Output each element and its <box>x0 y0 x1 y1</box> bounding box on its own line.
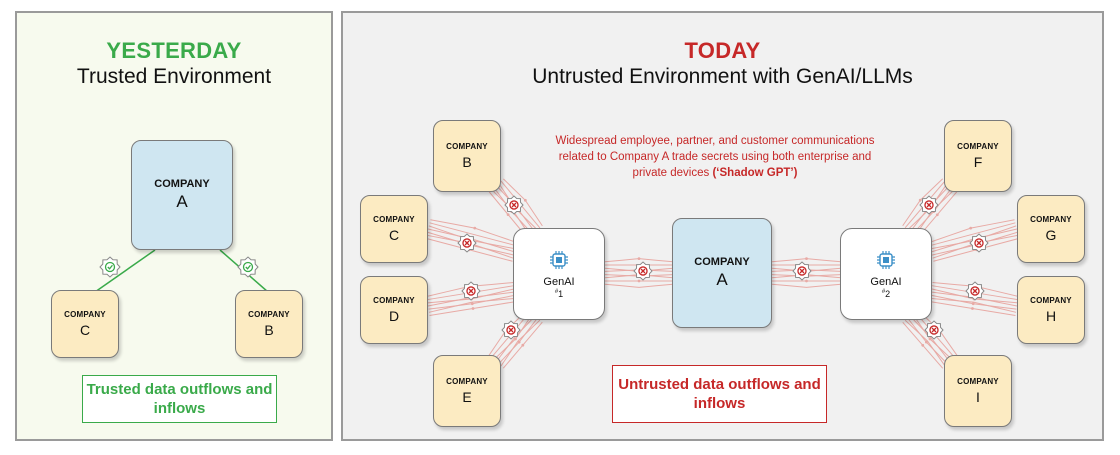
yesterday-heading: YESTERDAY <box>106 38 242 63</box>
trace-node <box>924 340 928 344</box>
gear-x-icon <box>924 320 944 340</box>
trace-node <box>928 337 932 341</box>
circuit-trace <box>495 315 536 363</box>
trace-node <box>521 343 525 347</box>
company-tag: COMPANY <box>957 377 999 386</box>
company-f-box: COMPANY F <box>944 120 1012 192</box>
company-c-box-left: COMPANY C <box>51 290 119 358</box>
genai-2-box: GenAI #2 <box>840 228 932 320</box>
description-emphasis: (‘Shadow GPT’) <box>712 167 798 179</box>
circuit-trace <box>929 297 1017 313</box>
company-letter: H <box>1045 308 1057 324</box>
company-tag: COMPANY <box>154 178 210 190</box>
gear-x-icon <box>501 320 521 340</box>
company-tag: COMPANY <box>446 377 488 386</box>
company-e-box: COMPANY E <box>433 355 501 427</box>
company-letter: C <box>388 227 400 243</box>
gear-x-icon <box>969 233 989 253</box>
company-g-box: COMPANY G <box>1017 195 1085 263</box>
gear-x-icon <box>919 195 939 215</box>
company-b-box-left: COMPANY B <box>235 290 303 358</box>
company-tag: COMPANY <box>373 296 415 305</box>
today-subheading: Untrusted Environment with GenAI/LLMs <box>532 65 913 88</box>
company-c-box: COMPANY C <box>360 195 428 263</box>
company-a-box: COMPANY A <box>672 218 772 328</box>
trace-node <box>935 213 939 217</box>
company-letter: A <box>716 270 728 289</box>
gear-check-icon <box>99 256 121 278</box>
gear-x-icon <box>504 195 524 215</box>
trace-node <box>523 198 527 202</box>
company-tag: COMPANY <box>373 215 415 224</box>
yesterday-subheading: Trusted Environment <box>76 65 272 88</box>
trace-node <box>637 257 641 260</box>
trace-node <box>517 340 521 344</box>
trace-node <box>921 343 925 347</box>
trace-node <box>506 213 510 217</box>
trace-node <box>637 279 641 283</box>
circuit-trace <box>428 297 517 313</box>
circuit-trace <box>500 319 541 367</box>
trace-node <box>971 307 974 310</box>
company-tag: COMPANY <box>1030 215 1072 224</box>
company-letter: D <box>388 308 400 324</box>
company-letter: E <box>462 389 472 405</box>
genai-name: GenAI <box>870 276 902 288</box>
icon-layer <box>99 195 989 340</box>
chip-icon <box>550 251 568 269</box>
circuit-trace <box>771 283 842 288</box>
company-b-box: COMPANY B <box>433 120 501 192</box>
company-i-box: COMPANY I <box>944 355 1012 427</box>
genai-1-box: GenAI #1 <box>513 228 605 320</box>
shadow-gpt-description: Widespread employee, partner, and custom… <box>540 133 890 181</box>
company-letter: F <box>973 154 983 170</box>
trace-node <box>969 226 973 230</box>
gear-x-icon <box>792 261 812 281</box>
company-a-box-left: COMPANY A <box>131 140 233 250</box>
company-letter: C <box>79 322 91 338</box>
company-tag: COMPANY <box>248 310 290 319</box>
link-a-c <box>94 249 156 293</box>
chip-icon <box>877 251 895 269</box>
company-tag: COMPANY <box>957 142 999 151</box>
gear-x-icon <box>633 261 653 281</box>
trace-node <box>918 198 922 202</box>
trace-node <box>473 226 477 230</box>
company-tag: COMPANY <box>694 256 750 268</box>
gear-x-icon <box>461 281 481 301</box>
trace-node <box>805 279 808 283</box>
company-tag: COMPANY <box>1030 296 1072 305</box>
trace-node <box>514 337 517 341</box>
company-letter: B <box>462 154 472 170</box>
gear-x-icon <box>457 233 477 253</box>
company-letter: A <box>176 192 188 211</box>
company-letter: G <box>1045 227 1057 243</box>
genai-number: #2 <box>881 289 891 299</box>
trace-node <box>971 302 975 306</box>
company-tag: COMPANY <box>446 142 488 151</box>
trace-node <box>805 257 808 260</box>
genai-name: GenAI <box>543 276 575 288</box>
company-letter: B <box>264 322 274 338</box>
circuit-trace <box>929 222 1016 247</box>
company-letter: I <box>976 389 980 405</box>
company-h-box: COMPANY H <box>1017 276 1085 344</box>
circuit-trace <box>904 319 946 367</box>
circuit-trace <box>604 283 674 288</box>
trusted-note: Trusted data outflows and inflows <box>82 375 277 423</box>
circuit-trace <box>909 315 951 363</box>
circuit-trace <box>429 222 517 247</box>
description-text: Widespread employee, partner, and custom… <box>555 135 875 179</box>
untrusted-note: Untrusted data outflows and inflows <box>612 365 827 423</box>
company-d-box: COMPANY D <box>360 276 428 344</box>
genai-number: #1 <box>554 289 564 299</box>
trace-node <box>470 302 474 306</box>
today-heading: TODAY <box>684 38 761 63</box>
gear-x-icon <box>965 281 985 301</box>
company-tag: COMPANY <box>64 310 106 319</box>
gear-check-icon <box>237 256 259 278</box>
trace-node <box>471 307 475 310</box>
